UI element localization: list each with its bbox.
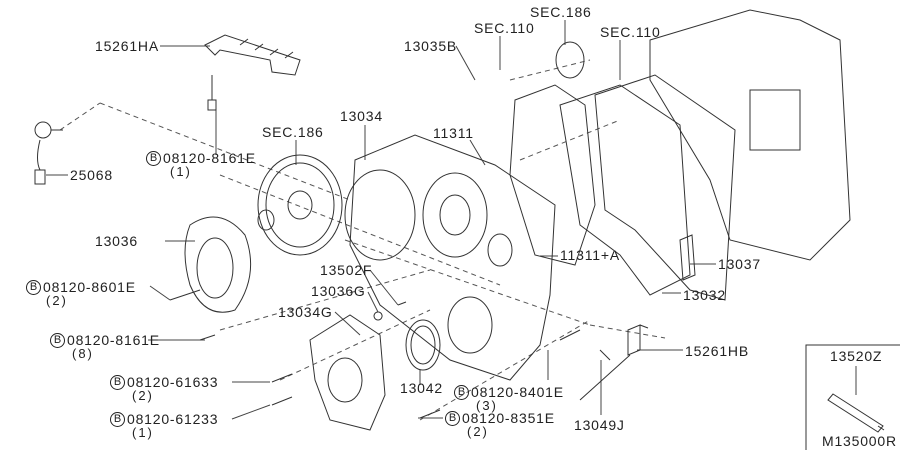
label-13042[interactable]: 13042: [400, 380, 443, 396]
bolts: [169, 289, 581, 419]
bolt-qty: (2): [132, 388, 154, 403]
label-13049j[interactable]: 13049J: [574, 417, 625, 433]
b-mark-icon: B: [26, 280, 41, 295]
bolt-part-number: 08120-8161E: [67, 332, 160, 348]
label-sec186[interactable]: SEC.186: [262, 124, 324, 140]
label-11311[interactable]: 11311: [433, 125, 474, 141]
bolt-part-number: 08120-8161E: [163, 150, 256, 166]
b-mark-icon: B: [146, 151, 161, 166]
dashed-lines: [59, 59, 666, 421]
front-cover-13034: [349, 134, 556, 381]
bolt-part-number: 08120-8601E: [43, 279, 136, 295]
sealant-tube-icon: [827, 393, 885, 433]
label-13035b[interactable]: 13035B: [404, 38, 458, 54]
label-13034g[interactable]: 13034G: [278, 304, 333, 320]
gasket-13032: [594, 74, 736, 301]
gasket-13036: [184, 216, 252, 313]
inset-box: [805, 344, 900, 450]
sensor-25068: [34, 121, 63, 185]
label-13034[interactable]: 13034: [340, 108, 383, 124]
b-mark-icon: B: [110, 375, 125, 390]
label-15261ha[interactable]: 15261HA: [95, 38, 159, 54]
bracket-15261ha: [204, 34, 301, 76]
bolt-qty: (1): [132, 425, 154, 440]
label-25068[interactable]: 25068: [70, 167, 113, 183]
b-mark-icon: B: [445, 411, 460, 426]
cover-13034g: [309, 314, 386, 431]
label-15261hb[interactable]: 15261HB: [685, 343, 749, 359]
bolt-qty: (2): [467, 424, 489, 439]
bolt-part-number: 08120-61233: [127, 411, 219, 427]
label-sec110[interactable]: SEC.110: [474, 20, 535, 36]
bracket-15261hb: [627, 324, 649, 356]
bolt-part-number: 08120-8351E: [462, 410, 555, 426]
gasket-11311a: [559, 84, 691, 296]
diagram-code: M135000R: [822, 433, 897, 449]
label-13037[interactable]: 13037: [718, 256, 761, 272]
bolt-qty: (1): [170, 164, 192, 179]
bolt-qty: (8): [72, 346, 94, 361]
gasket-11311: [509, 84, 596, 266]
label-13036[interactable]: 13036: [95, 233, 138, 249]
bolt-part-number: 08120-61633: [127, 374, 219, 390]
label-sec186[interactable]: SEC.186: [530, 4, 592, 20]
label-13520z[interactable]: 13520Z: [830, 348, 883, 364]
label-13032[interactable]: 13032: [683, 287, 726, 303]
label-13036g[interactable]: 13036G: [311, 283, 366, 299]
bolt-qty: (2): [46, 293, 68, 308]
b-mark-icon: B: [454, 385, 469, 400]
bolt-qty: (3): [476, 398, 498, 413]
bolt-part-number: 08120-8401E: [471, 384, 564, 400]
b-mark-icon: B: [110, 412, 125, 427]
label-11311a[interactable]: 11311+A: [560, 247, 620, 263]
label-sec110[interactable]: SEC.110: [600, 24, 661, 40]
engine-block: [649, 9, 851, 261]
label-13502f[interactable]: 13502F: [320, 262, 373, 278]
leader-lines: [46, 20, 857, 420]
b-mark-icon: B: [50, 333, 65, 348]
